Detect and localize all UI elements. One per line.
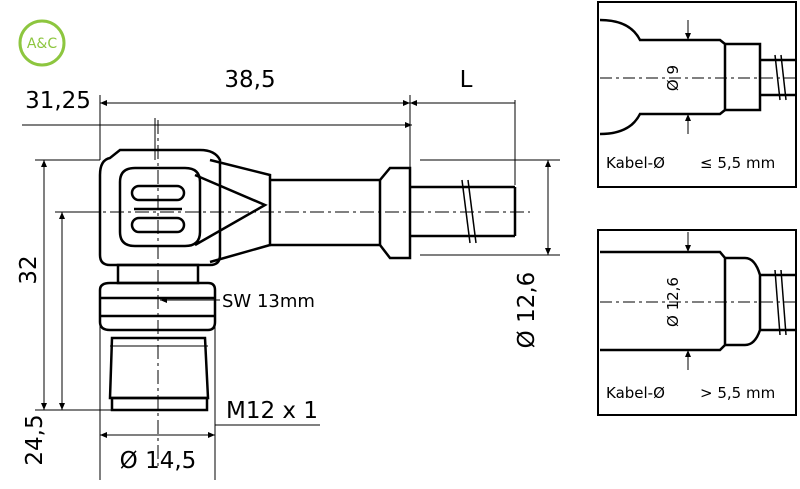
detail-bottom-cable-label: Kabel-Ø xyxy=(606,384,665,402)
detail-top-cable-value: ≤ 5,5 mm xyxy=(700,154,775,172)
detail-top-cable-label: Kabel-Ø xyxy=(606,154,665,172)
logo-text: A&C xyxy=(27,36,57,52)
detail-panel-bottom: Ø 12,6 Kabel-Ø > 5,5 mm xyxy=(597,229,797,416)
detail-panel-top: Ø 9 Kabel-Ø ≤ 5,5 mm xyxy=(597,1,797,188)
dim-width-top: 38,5 xyxy=(224,67,275,93)
dim-bottom: 24,5 xyxy=(22,414,48,465)
brand-logo: A&C xyxy=(18,19,66,67)
dim-height: 32 xyxy=(16,255,42,284)
dimension-lines xyxy=(22,95,560,480)
nut-diameter-label: Ø 14,5 xyxy=(120,448,197,474)
detail-top-diameter: Ø 9 xyxy=(664,65,682,91)
dim-cable-diameter: Ø 12,6 xyxy=(514,272,540,349)
detail-bottom-diameter: Ø 12,6 xyxy=(664,277,682,327)
thread-label: M12 x 1 xyxy=(226,398,318,424)
connector-body xyxy=(98,148,517,412)
dim-width-left: 31,25 xyxy=(25,88,91,114)
detail-bottom-cable-value: > 5,5 mm xyxy=(700,384,775,402)
wrench-size-label: SW 13mm xyxy=(222,291,315,312)
dim-length: L xyxy=(460,67,473,93)
